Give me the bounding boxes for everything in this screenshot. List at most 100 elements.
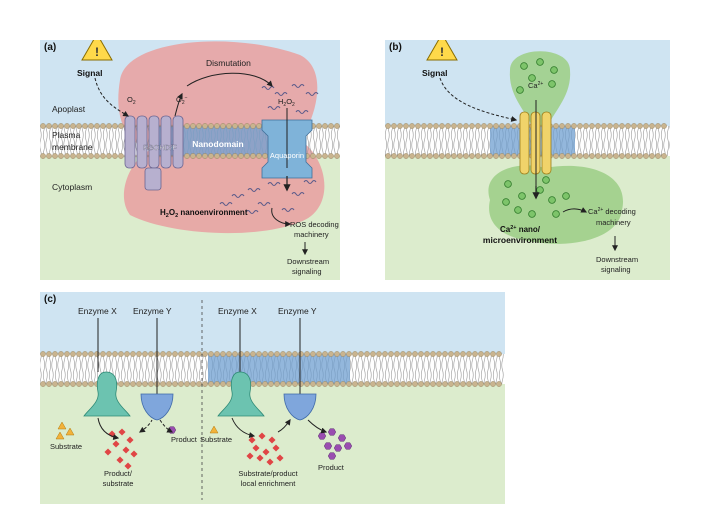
lipid-head	[394, 381, 400, 387]
lipid-head	[208, 351, 214, 357]
lipid-head	[490, 351, 496, 357]
lipid-head	[490, 381, 496, 387]
lipid-head	[214, 351, 220, 357]
lipid-head	[637, 153, 643, 159]
lipid-head	[571, 153, 577, 159]
intermediate-square	[124, 462, 132, 470]
lipid-head	[58, 381, 64, 387]
lipid-head	[118, 351, 124, 357]
lipid-head	[106, 123, 112, 129]
lipid-head	[472, 381, 478, 387]
intermediate-square	[276, 454, 284, 462]
lipid-head	[466, 381, 472, 387]
lipid-head	[100, 351, 106, 357]
lipid-head	[418, 381, 424, 387]
lipid-head	[196, 153, 202, 159]
lipid-head	[112, 351, 118, 357]
lipid-head	[340, 351, 346, 357]
lipid-head	[250, 351, 256, 357]
lipid-head	[445, 153, 451, 159]
lipid-head	[226, 381, 232, 387]
product-right-label: Product	[318, 463, 345, 472]
lipid-head	[553, 153, 559, 159]
lipid-head	[637, 123, 643, 129]
lipid-head	[46, 351, 52, 357]
downstream-b-line2: signaling	[601, 265, 631, 274]
lipid-head	[178, 351, 184, 357]
lipid-head	[409, 123, 415, 129]
lipid-head	[577, 123, 583, 129]
lipid-head	[388, 351, 394, 357]
product-hexagon	[337, 434, 347, 442]
signal-arrow-a	[94, 77, 130, 117]
lipid-head	[58, 123, 64, 129]
lipid-head	[631, 123, 637, 129]
lipid-head	[475, 123, 481, 129]
lipid-head	[328, 153, 334, 159]
enzyme-x-left-label: Enzyme X	[78, 306, 117, 316]
lipid-head	[625, 123, 631, 129]
product-hexagon	[327, 452, 337, 460]
lipid-head	[274, 351, 280, 357]
substrate-left-label: Substrate	[50, 442, 82, 451]
lipid-head	[406, 351, 412, 357]
calcium-channel	[519, 100, 552, 186]
lipid-head	[64, 123, 70, 129]
h2o2-top-label: H2O2	[278, 97, 295, 108]
lipid-head	[433, 123, 439, 129]
lipid-head	[244, 153, 250, 159]
ros-molecule	[245, 209, 259, 215]
calcium-ion	[550, 66, 558, 74]
lipid-head	[334, 123, 340, 129]
lipid-head	[136, 381, 142, 387]
lipid-head	[52, 351, 58, 357]
lipid-head	[316, 153, 322, 159]
lipid-head	[118, 153, 124, 159]
intermediate-square	[258, 432, 266, 440]
lipid-head	[310, 153, 316, 159]
lipid-head	[286, 381, 292, 387]
lipid-head	[238, 153, 244, 159]
lipid-head	[376, 381, 382, 387]
lipid-head	[184, 381, 190, 387]
lipid-head	[493, 123, 499, 129]
lipid-head	[619, 153, 625, 159]
lipid-head	[412, 381, 418, 387]
lipid-head	[430, 381, 436, 387]
ca-nano-line2: microenvironment	[483, 235, 557, 245]
calcium-ion	[548, 80, 556, 88]
lipid-head	[70, 153, 76, 159]
product-substrate-line2: substrate	[103, 479, 134, 488]
lipid-head	[70, 381, 76, 387]
warning-icon: !	[81, 40, 113, 61]
intermediate-square	[252, 444, 260, 452]
lipid-head	[238, 123, 244, 129]
lipid-head	[451, 153, 457, 159]
substrate-triangle	[57, 421, 67, 430]
lipid-head	[457, 153, 463, 159]
lipid-head	[478, 381, 484, 387]
ca-label-top: Ca2+	[528, 81, 543, 90]
lipid-head	[40, 123, 46, 129]
ros-decoding-line2: machinery	[294, 230, 329, 239]
lipid-head	[439, 123, 445, 129]
lipid-head	[220, 123, 226, 129]
ros-decoding-line1: ROS decoding	[290, 220, 339, 229]
lipid-head	[427, 123, 433, 129]
intermediate-square	[116, 456, 124, 464]
lipid-head	[208, 153, 214, 159]
lipid-head	[469, 123, 475, 129]
lipid-head	[124, 351, 130, 357]
lipid-head	[58, 351, 64, 357]
intermediate-square	[126, 436, 134, 444]
arrow-product-left	[159, 419, 174, 433]
calcium-ion	[520, 62, 528, 70]
lipid-head	[352, 351, 358, 357]
lipid-head	[433, 153, 439, 159]
intermediate-square	[104, 448, 112, 456]
lipid-head	[226, 123, 232, 129]
lipid-head	[286, 351, 292, 357]
lipid-head	[40, 381, 46, 387]
panel-a: ! (a) Signal Apoplast Plasma membrane Cy…	[40, 40, 340, 280]
